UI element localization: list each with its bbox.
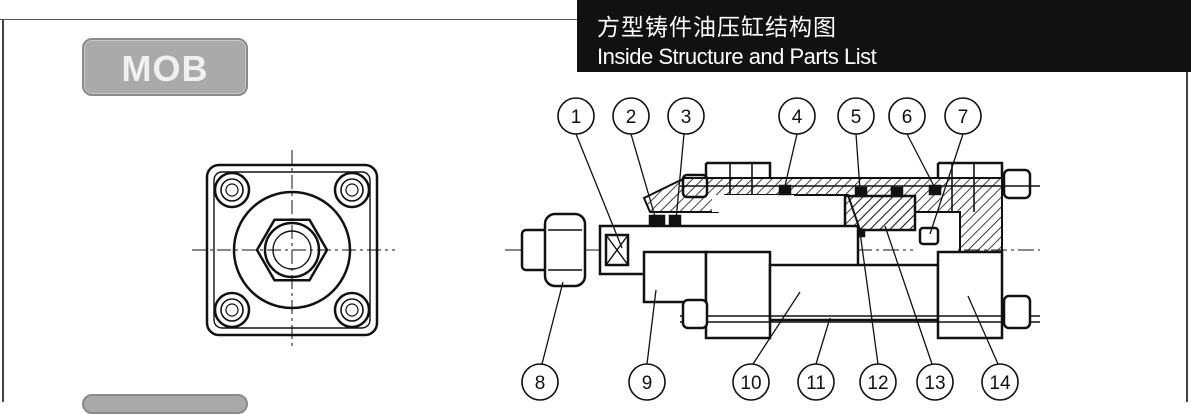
callout-2-label: 2 bbox=[626, 107, 637, 128]
end-view-drawing bbox=[192, 150, 395, 350]
callout-4: 4 bbox=[778, 97, 816, 135]
section-view-drawing bbox=[505, 161, 1040, 340]
piston-seal-a bbox=[854, 186, 868, 198]
callout-12-label: 12 bbox=[867, 373, 888, 394]
rod-cover-block bbox=[704, 250, 772, 340]
callouts-top: 1 2 3 4 5 6 7 bbox=[557, 97, 982, 135]
callout-11: 11 bbox=[797, 363, 835, 401]
callout-3: 3 bbox=[667, 97, 705, 135]
callout-1-label: 1 bbox=[571, 107, 582, 128]
cushion-valve bbox=[918, 226, 940, 246]
leader-lines bbox=[541, 133, 999, 365]
wiper-seal bbox=[668, 214, 682, 226]
head-oring bbox=[928, 184, 942, 196]
callout-5-label: 5 bbox=[851, 107, 862, 128]
rod-end-circle bbox=[263, 221, 321, 279]
cylinder-diagram: 1 2 3 4 5 6 7 8 9 10 11 12 13 14 bbox=[192, 97, 1040, 401]
callouts-bottom: 8 9 10 11 12 13 14 bbox=[521, 363, 1019, 401]
callout-5: 5 bbox=[837, 97, 875, 135]
bottom-nut-left bbox=[681, 298, 709, 330]
callout-2: 2 bbox=[612, 97, 650, 135]
callout-9: 9 bbox=[628, 363, 666, 401]
rod-nut-hex bbox=[255, 218, 329, 282]
callout-7-label: 7 bbox=[958, 107, 969, 128]
callout-9-label: 9 bbox=[642, 373, 653, 394]
top-nut-right bbox=[1002, 168, 1032, 200]
callout-8-label: 8 bbox=[535, 373, 546, 394]
piston-seal-b bbox=[890, 186, 904, 198]
tie-rod-nut-br bbox=[333, 291, 371, 329]
callout-11-label: 11 bbox=[806, 373, 826, 394]
rod-thread-circle bbox=[272, 230, 312, 270]
frame-right-border bbox=[1186, 19, 1188, 402]
callout-10: 10 bbox=[732, 363, 770, 401]
callout-3-label: 3 bbox=[681, 107, 692, 128]
rod-cover-lower bbox=[642, 250, 708, 304]
tie-rod-nut-tr bbox=[333, 171, 371, 209]
callout-13: 13 bbox=[916, 363, 954, 401]
callout-8: 8 bbox=[521, 363, 559, 401]
callout-7: 7 bbox=[944, 97, 982, 135]
head-cover-block bbox=[936, 250, 1004, 340]
frame-left-border bbox=[2, 19, 4, 402]
title-banner: 方型铸件油压缸结构图 Inside Structure and Parts Li… bbox=[577, 0, 1191, 72]
model-badge: MOB bbox=[82, 38, 248, 96]
callout-14-label: 14 bbox=[989, 373, 1011, 394]
model-label: MOB bbox=[121, 48, 209, 89]
title-english: Inside Structure and Parts List bbox=[597, 44, 877, 69]
tie-rod-nut-bl bbox=[213, 291, 251, 329]
rod-end-nut bbox=[543, 212, 587, 288]
callout-14: 14 bbox=[981, 363, 1019, 401]
frame-top-border bbox=[0, 19, 578, 20]
title-chinese: 方型铸件油压缸结构图 bbox=[597, 15, 837, 41]
tie-rod-nut-tl bbox=[213, 171, 251, 209]
piston bbox=[843, 194, 917, 232]
end-boss-circle bbox=[232, 190, 352, 310]
callout-10-label: 10 bbox=[740, 373, 761, 394]
callout-1: 1 bbox=[557, 97, 595, 135]
callout-6-label: 6 bbox=[902, 107, 913, 128]
bottom-nut-right bbox=[1002, 294, 1032, 330]
callout-6: 6 bbox=[888, 97, 926, 135]
rod-seal bbox=[648, 214, 666, 226]
callout-4-label: 4 bbox=[792, 107, 803, 128]
rod-cover-top bbox=[706, 161, 772, 178]
callout-13-label: 13 bbox=[924, 373, 945, 394]
cylinder-barrel bbox=[768, 263, 940, 322]
callout-12: 12 bbox=[859, 363, 897, 401]
